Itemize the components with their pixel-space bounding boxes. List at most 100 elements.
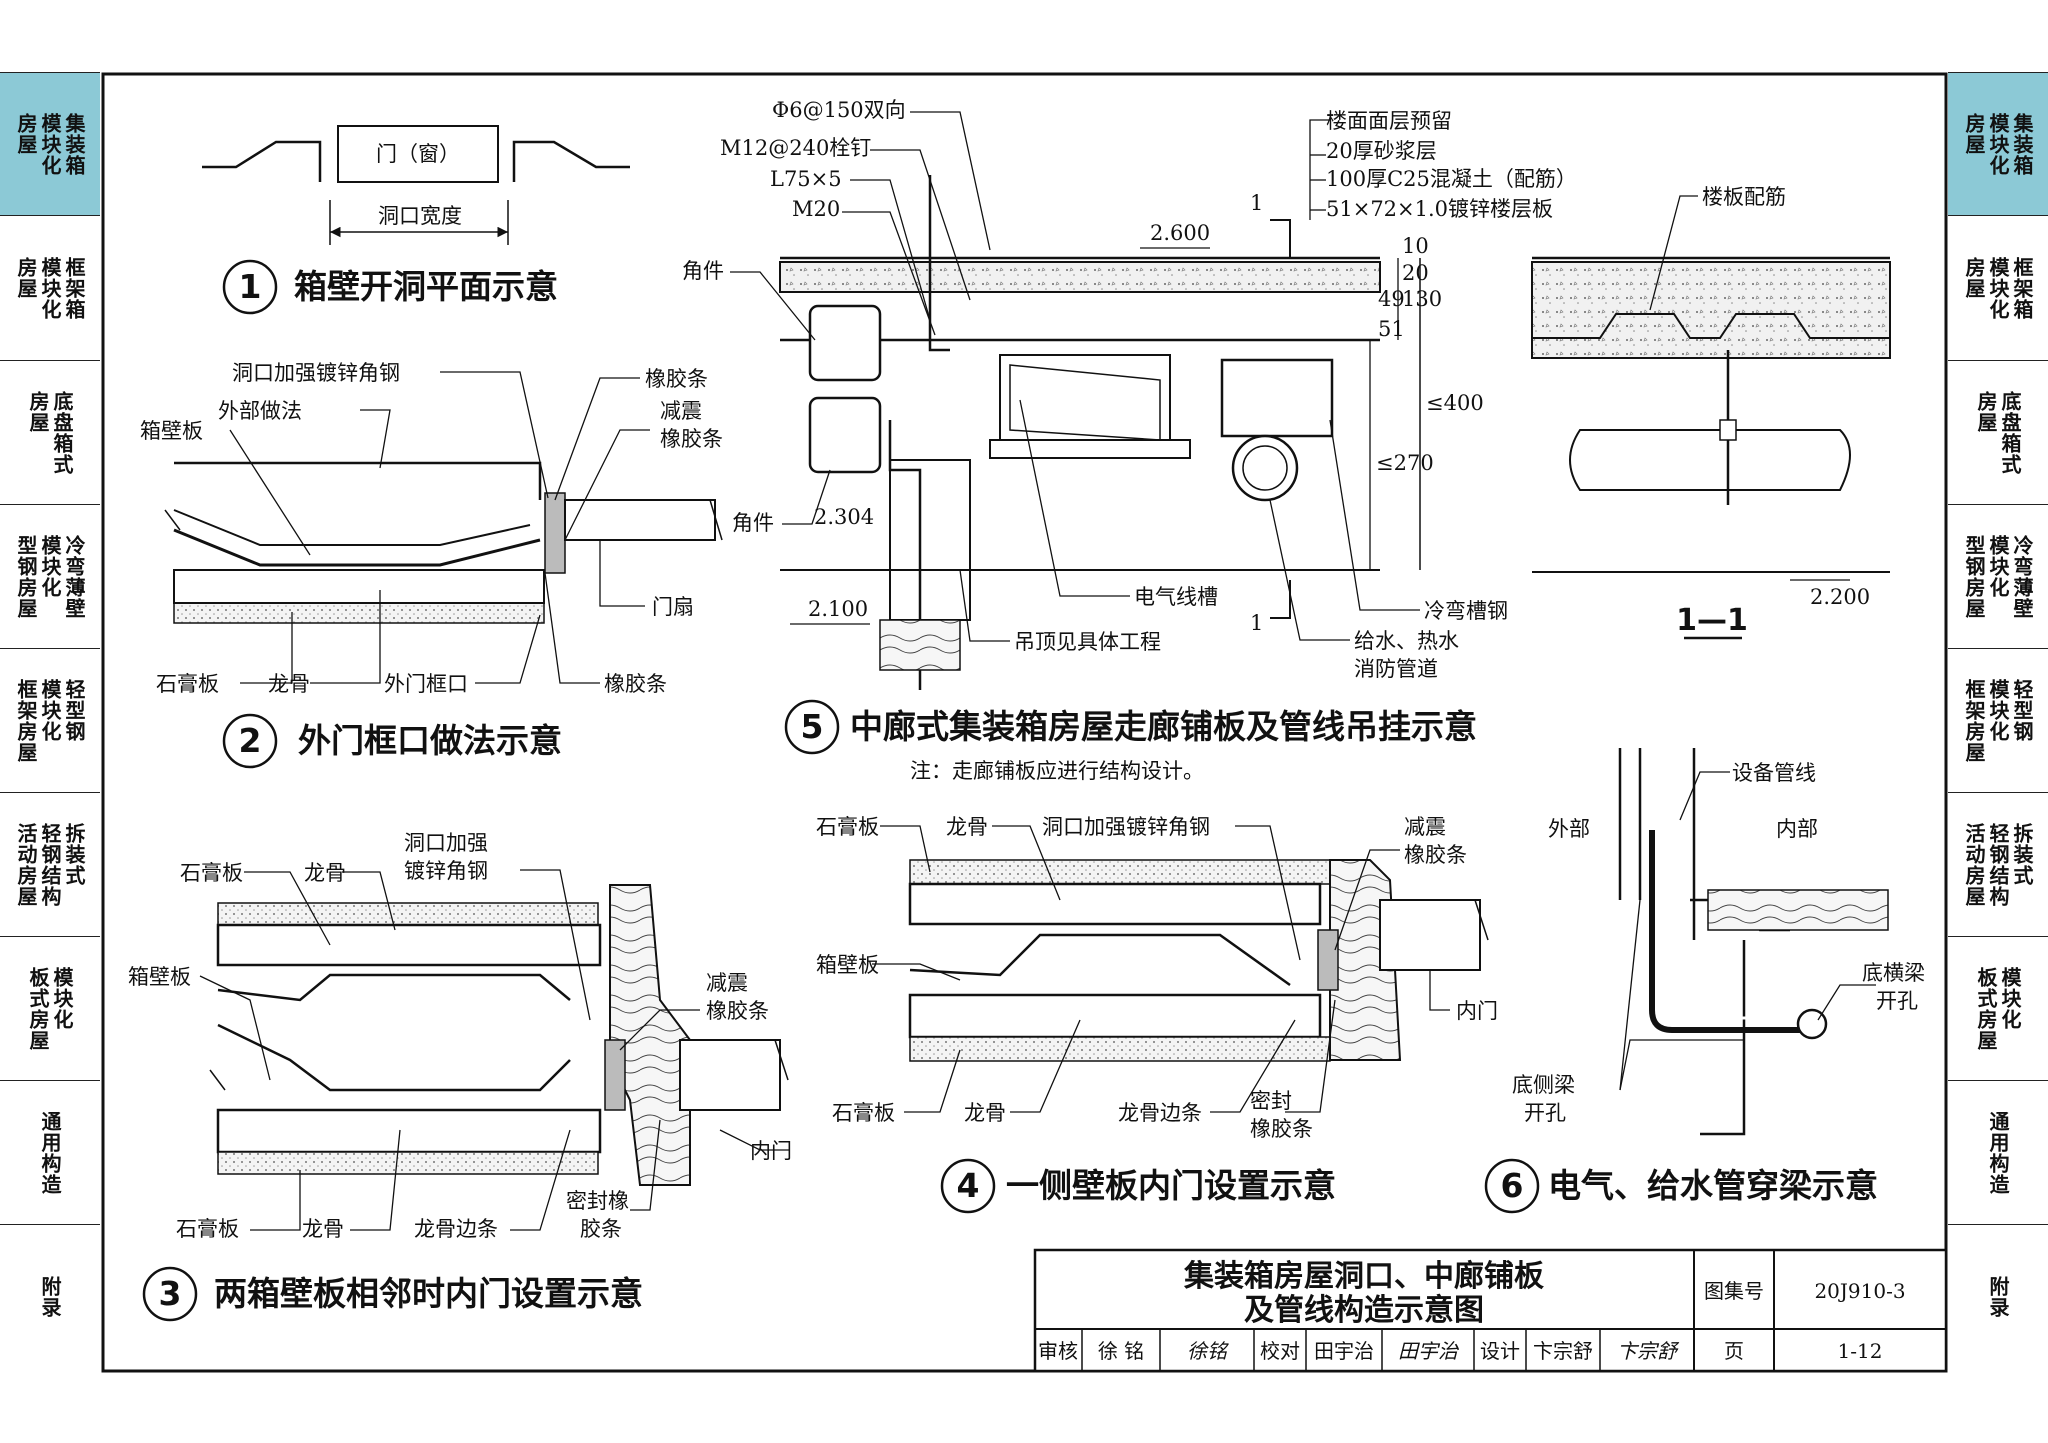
label-5-ceiling: 吊顶见具体工程 xyxy=(1014,630,1161,654)
reviewer-signature: 徐铭 xyxy=(1187,1339,1229,1363)
sidebar-tab-label: 底盘箱式 房屋 xyxy=(26,390,74,475)
label-frame: 外门框口 xyxy=(384,672,468,696)
label-11-el: 2.200 xyxy=(1810,585,1870,609)
detail-4-number: 4 xyxy=(957,1166,980,1205)
label-4-damping-2: 橡胶条 xyxy=(1404,843,1467,867)
label-3-wallboard: 箱壁板 xyxy=(128,965,191,989)
label-3-seal-1: 密封橡 xyxy=(566,1189,629,1213)
detail-2-title: 外门框口做法示意 xyxy=(298,721,562,760)
label-4-wallboard: 箱壁板 xyxy=(816,953,879,977)
sidebar-tab-label: 通用构造 xyxy=(1986,1110,2010,1195)
sidebar-tab[interactable]: 拆装式 轻钢结构 活动房屋 xyxy=(1948,792,2048,936)
label-5-sec-top: 1 xyxy=(1250,191,1263,215)
label-5-el-low: 2.100 xyxy=(808,597,868,621)
sidebar-tab-label: 底盘箱式 房屋 xyxy=(1974,390,2022,475)
label-3-reinforce-2: 镀锌角钢 xyxy=(404,859,488,883)
label-5-layer-2: 20厚砂浆层 xyxy=(1326,139,1437,163)
detail-3-number: 3 xyxy=(159,1274,182,1313)
sidebar-tab[interactable]: 集装箱 模块化 房屋 xyxy=(1948,72,2048,215)
sidebar-tab-label: 轻型钢 模块化 框架房屋 xyxy=(1962,678,2034,763)
sidebar-tab[interactable]: 底盘箱式 房屋 xyxy=(1948,360,2048,504)
detail-3: 石膏板 龙骨 洞口加强 镀锌角钢 箱壁板 减震 橡胶条 内门 石膏板 龙骨 龙骨… xyxy=(128,831,792,1322)
label-wallboard: 箱壁板 xyxy=(140,419,203,443)
label-5-corner-2: 角件 xyxy=(732,511,774,535)
sidebar-tab[interactable]: 轻型钢 模块化 框架房屋 xyxy=(0,648,100,792)
label-3-damping-2: 橡胶条 xyxy=(706,999,769,1023)
sidebar-tab[interactable]: 底盘箱式 房屋 xyxy=(0,360,100,504)
label-3-reinforce-1: 洞口加强 xyxy=(404,831,488,855)
sidebar-tab-label: 集装箱 模块化 房屋 xyxy=(14,112,86,176)
sidebar-tab[interactable]: 轻型钢 模块化 框架房屋 xyxy=(1948,648,2048,792)
sidebar-tab[interactable]: 拆装式 轻钢结构 活动房屋 xyxy=(0,792,100,936)
label-4-keel-2: 龙骨 xyxy=(964,1101,1006,1125)
label-4-damping-1: 减震 xyxy=(1404,815,1446,839)
label-5-angle: L75×5 xyxy=(770,167,842,191)
atlas-label: 图集号 xyxy=(1704,1279,1764,1303)
page-label: 页 xyxy=(1724,1339,1744,1363)
sidebar-tab-label: 附录 xyxy=(38,1275,62,1318)
label-5-channel: 冷弯槽钢 xyxy=(1424,599,1508,623)
label-5-layer-1: 楼面面层预留 xyxy=(1326,109,1452,133)
label-4-door: 内门 xyxy=(1456,999,1498,1023)
sidebar-tab-label: 模块化 板式房屋 xyxy=(26,966,74,1051)
sidebar-tab[interactable]: 框架箱 模块化 房屋 xyxy=(0,215,100,360)
detail-3-title: 两箱壁板相邻时内门设置示意 xyxy=(214,1274,643,1313)
check-label: 校对 xyxy=(1260,1339,1300,1363)
sidebar-tab[interactable]: 附录 xyxy=(0,1224,100,1368)
label-4-keel: 龙骨 xyxy=(946,815,988,839)
title-line-1: 集装箱房屋洞口、中廊铺板 xyxy=(1183,1259,1544,1294)
label-6-outside: 外部 xyxy=(1548,817,1590,841)
label-6-inside: 内部 xyxy=(1776,817,1818,841)
section-11-title: 1—1 xyxy=(1676,603,1748,638)
sidebar-tab-label: 轻型钢 模块化 框架房屋 xyxy=(14,678,86,763)
sidebar-tab[interactable]: 模块化 板式房屋 xyxy=(1948,936,2048,1080)
label-damping-2: 橡胶条 xyxy=(660,427,723,451)
designer-name: 卞宗舒 xyxy=(1533,1339,1593,1363)
label-5-sec-bottom: 1 xyxy=(1250,611,1263,635)
detail-1-title: 箱壁开洞平面示意 xyxy=(294,267,558,306)
sidebar-tab[interactable]: 冷弯薄壁 模块化 型钢房屋 xyxy=(1948,504,2048,648)
opening-width-label: 洞口宽度 xyxy=(378,204,462,228)
label-5-dim-49: 49 xyxy=(1378,287,1405,311)
label-exterior: 外部做法 xyxy=(218,399,302,423)
sidebar-tab-label: 附录 xyxy=(1986,1275,2010,1318)
sidebar-tab-label: 冷弯薄壁 模块化 型钢房屋 xyxy=(1962,534,2034,619)
title-block: 集装箱房屋洞口、中廊铺板 及管线构造示意图 图集号 20J910-3 审核 徐 … xyxy=(1033,1248,1948,1373)
label-5-dim-51: 51 xyxy=(1378,317,1405,341)
label-6-side-beam-2: 开孔 xyxy=(1524,1101,1566,1125)
label-5-d400: ≤400 xyxy=(1426,391,1484,415)
label-5-bolt: M20 xyxy=(792,197,840,221)
detail-5-title: 中廊式集装箱房屋走廊铺板及管线吊挂示意 xyxy=(850,707,1477,746)
sidebar-tab-label: 拆装式 轻钢结构 活动房屋 xyxy=(1962,822,2034,907)
sidebar-tab[interactable]: 通用构造 xyxy=(0,1080,100,1224)
sidebar-tab-label: 拆装式 轻钢结构 活动房屋 xyxy=(14,822,86,907)
detail-6: 设备管线 外部 内部 底横梁 开孔 底侧梁 开孔 6 电气、给水管穿梁示意 xyxy=(1484,748,1925,1214)
label-5-dim-20: 20 xyxy=(1402,261,1429,285)
detail-6-number: 6 xyxy=(1501,1166,1524,1205)
label-3-door: 内门 xyxy=(750,1139,792,1163)
label-damping-1: 减震 xyxy=(660,399,702,423)
sidebar-tab[interactable]: 通用构造 xyxy=(1948,1080,2048,1224)
label-3-keel-edge: 龙骨边条 xyxy=(414,1217,498,1241)
label-5-layer-3: 100厚C25混凝土（配筋） xyxy=(1326,167,1577,191)
label-5-trough: 电气线槽 xyxy=(1134,585,1218,609)
sidebar-tab[interactable]: 附录 xyxy=(1948,1224,2048,1368)
label-4-seal-2: 橡胶条 xyxy=(1250,1117,1313,1141)
label-5-d270: ≤270 xyxy=(1376,451,1434,475)
sidebar-tab[interactable]: 框架箱 模块化 房屋 xyxy=(1948,215,2048,360)
reviewer-name: 徐 铭 xyxy=(1098,1339,1144,1363)
label-5-el-mid: 2.304 xyxy=(814,505,874,529)
detail-2: 洞口加强镀锌角钢 外部做法 箱壁板 橡胶条 减震 橡胶条 门扇 石膏板 龙骨 外… xyxy=(140,361,723,769)
label-reinforce: 洞口加强镀锌角钢 xyxy=(232,361,400,385)
sidebar-tab-label: 通用构造 xyxy=(38,1110,62,1195)
sidebar-tab[interactable]: 集装箱 模块化 房屋 xyxy=(0,72,100,215)
label-4-reinforce: 洞口加强镀锌角钢 xyxy=(1042,815,1210,839)
label-keel: 龙骨 xyxy=(268,672,310,696)
atlas-number: 20J910-3 xyxy=(1814,1279,1905,1303)
drawing-frame xyxy=(101,72,1948,1373)
sidebar-tab[interactable]: 冷弯薄壁 模块化 型钢房屋 xyxy=(0,504,100,648)
sidebar-tab[interactable]: 模块化 板式房屋 xyxy=(0,936,100,1080)
detail-5-note: 注：走廊铺板应进行结构设计。 xyxy=(910,759,1204,783)
label-leaf: 门扇 xyxy=(652,595,694,619)
